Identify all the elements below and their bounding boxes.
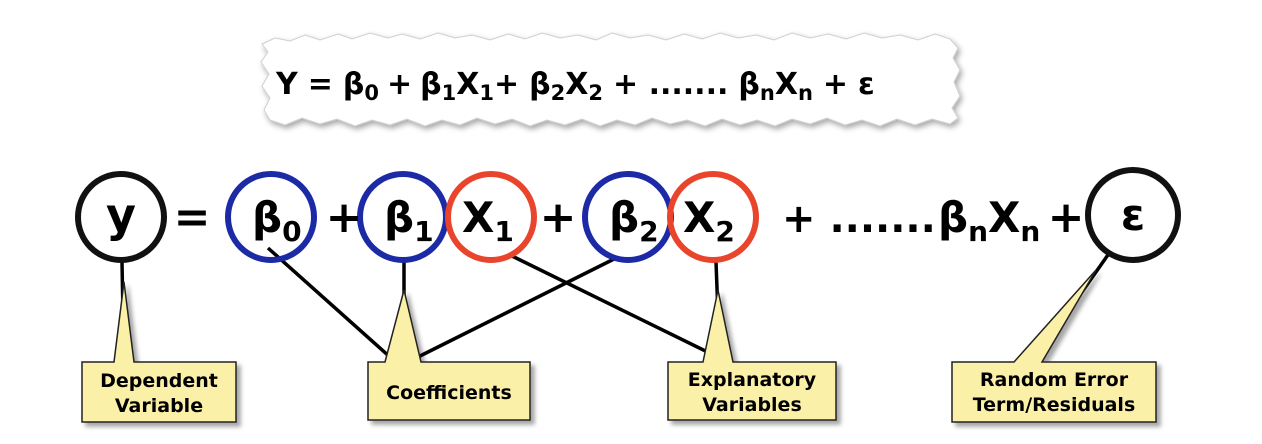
connector-lines [120, 246, 1112, 369]
symbol-plus-1: + [326, 192, 363, 243]
circle-y [75, 171, 167, 263]
connector-x1-explanatory [511, 254, 737, 368]
symbol-plus-dots: + ....... [782, 196, 936, 242]
symbol-plus-2: + [540, 192, 577, 243]
torn-paper-strip [260, 32, 961, 127]
symbol-y: y [106, 188, 136, 242]
label-dependent: Dependent Variable [81, 281, 237, 423]
symbol-beta2: β2 [609, 193, 659, 248]
label-random-error: Random Error Term/Residuals [951, 269, 1157, 423]
label-explanatory-line1: Explanatory [688, 369, 817, 391]
label-error-line1: Random Error [980, 369, 1129, 391]
label-dependent-line2: Variable [115, 395, 203, 417]
label-error-line2: Term/Residuals [973, 394, 1136, 416]
connector-b2-coefficients [399, 256, 617, 368]
symbol-x2: X2 [683, 193, 735, 248]
symbol-plus-3: + [1048, 192, 1085, 243]
connector-b0-coefficients [266, 246, 402, 368]
label-coefficients: Coefficients [367, 289, 531, 421]
symbol-betan-xn: βnXn [938, 193, 1040, 248]
circle-x2 [667, 171, 759, 263]
label-dependent-line1: Dependent [100, 370, 218, 392]
main-equation: y = β0 + β1 X1 + β2 X2 + ....... βnXn + … [106, 188, 1145, 248]
symbol-equals: = [174, 192, 211, 243]
symbol-beta1: β1 [384, 193, 434, 248]
circle-beta0 [225, 171, 317, 263]
circle-x1 [445, 171, 537, 263]
circle-epsilon [1085, 167, 1181, 263]
label-explanatory: Explanatory Variables [667, 289, 837, 421]
top-equation: Y=β0+β1X1+β2X2+ .......βnXn+ε [275, 67, 875, 105]
symbol-beta0: β0 [252, 193, 302, 248]
term-circles [75, 167, 1181, 263]
symbol-x1: X1 [462, 193, 514, 248]
label-coefficients-text: Coefficients [386, 382, 512, 404]
label-explanatory-line2: Variables [702, 394, 802, 416]
symbol-epsilon: ε [1121, 190, 1146, 241]
